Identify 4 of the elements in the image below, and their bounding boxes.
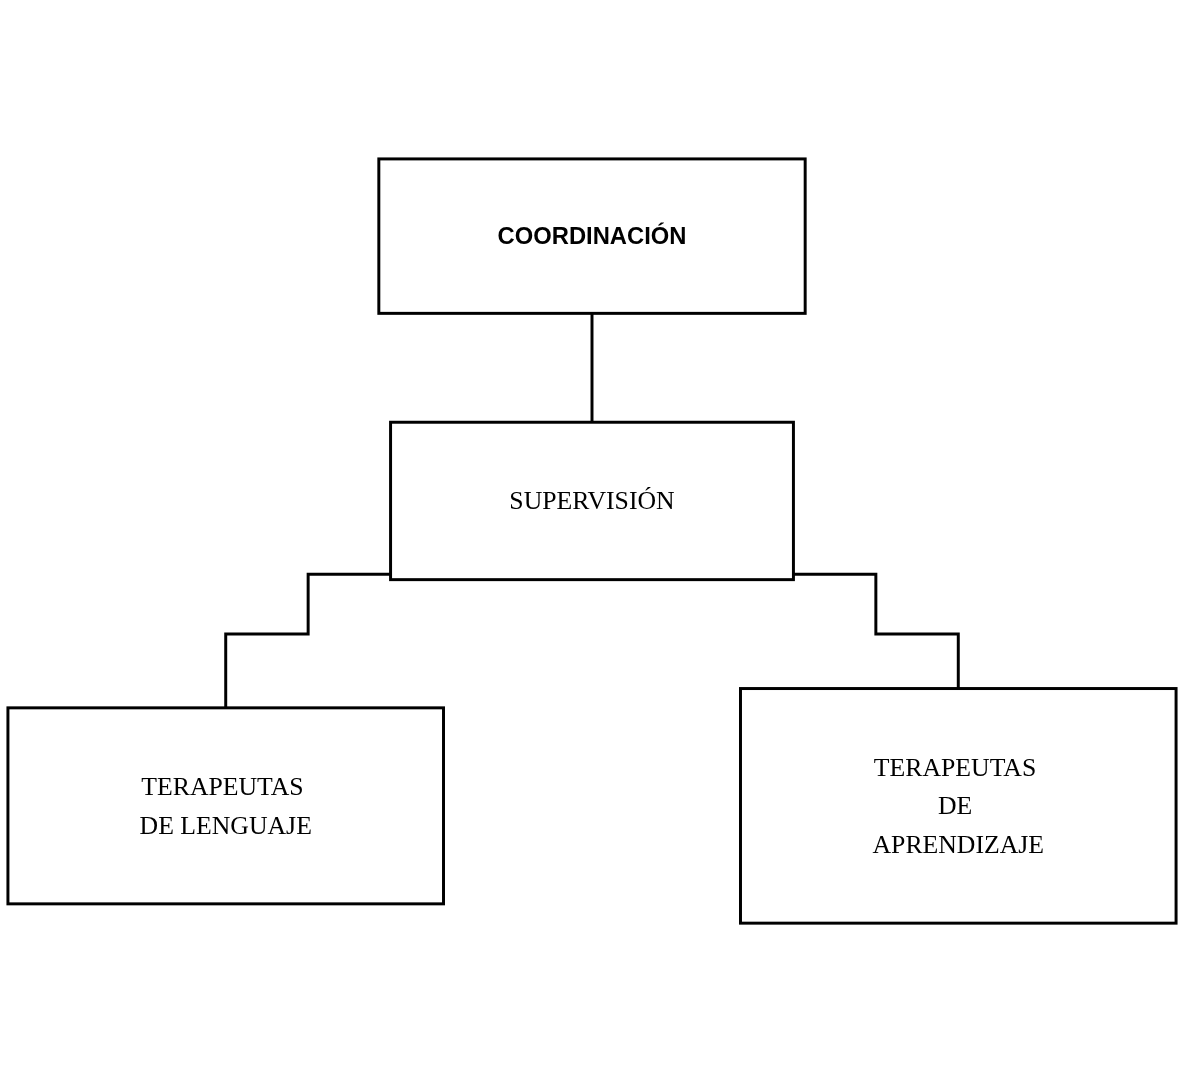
node-box: TERAPEUTAS DE LENGUAJE (6, 706, 445, 906)
node-box: SUPERVISIÓN (389, 421, 795, 582)
node-box: COORDINACIÓN (377, 157, 807, 316)
node-box: TERAPEUTAS DE APRENDIZAJE (739, 687, 1178, 926)
